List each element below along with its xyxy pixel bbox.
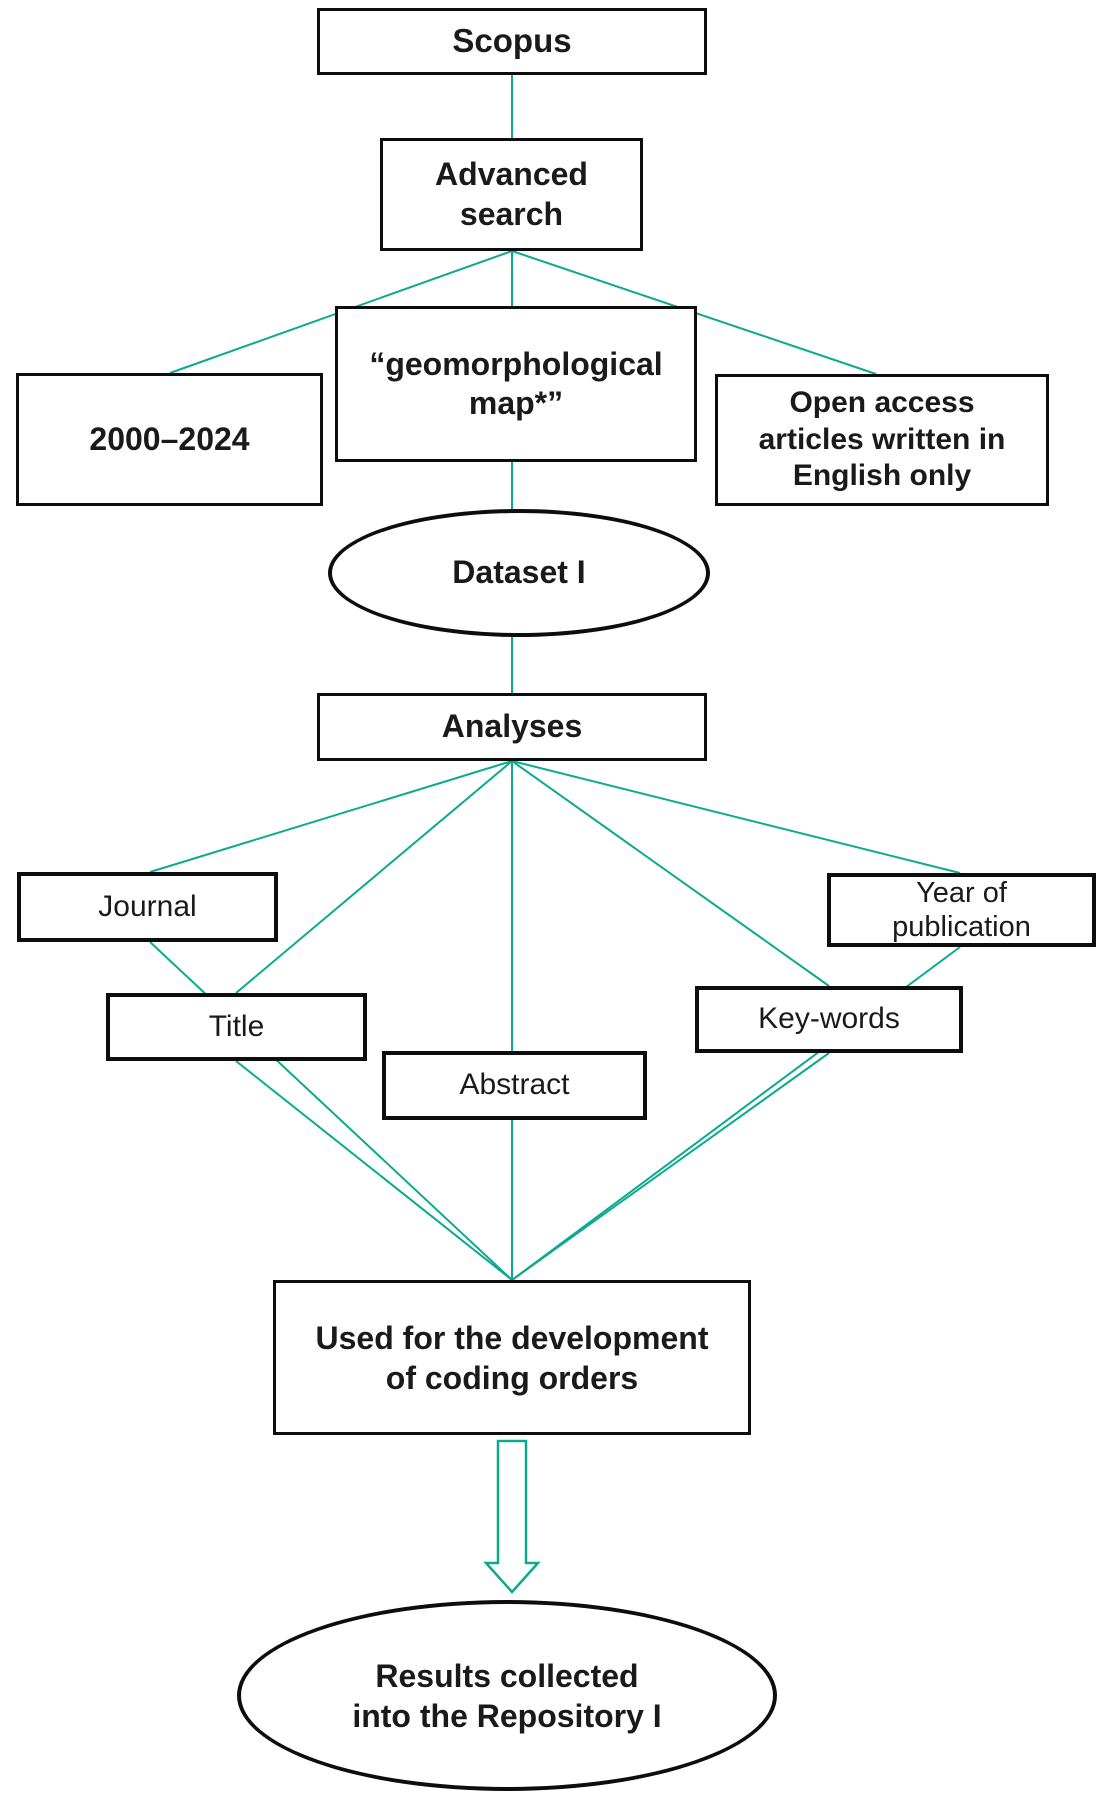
block-arrow-down-icon	[483, 1439, 541, 1594]
node-scopus: Scopus	[317, 8, 707, 75]
node-analyses: Analyses	[317, 693, 707, 761]
node-coding-orders: Used for the development of coding order…	[273, 1280, 751, 1435]
node-repository1: Results collected into the Repository I	[237, 1600, 777, 1791]
node-title: Title	[106, 993, 367, 1061]
node-year-range: 2000–2024	[16, 373, 323, 506]
connector-keywords-coding-orders	[511, 1052, 830, 1281]
node-search-query: “geomorphological map*”	[335, 306, 697, 462]
connector-title-coding-orders	[235, 1060, 513, 1281]
node-keywords: Key-words	[695, 986, 963, 1053]
node-open-access-filter: Open access articles written in English …	[715, 374, 1049, 506]
node-journal: Journal	[17, 872, 278, 942]
connector-analyses-journal	[149, 760, 513, 873]
connector-analyses-year-of-publication	[511, 760, 961, 874]
node-year-of-publication: Year of publication	[827, 873, 1096, 947]
node-advanced-search: Advanced search	[380, 138, 643, 251]
connector-analyses-keywords	[511, 760, 830, 987]
node-abstract: Abstract	[382, 1051, 647, 1120]
connector-analyses-title	[235, 760, 513, 994]
node-dataset1: Dataset I	[328, 509, 710, 637]
